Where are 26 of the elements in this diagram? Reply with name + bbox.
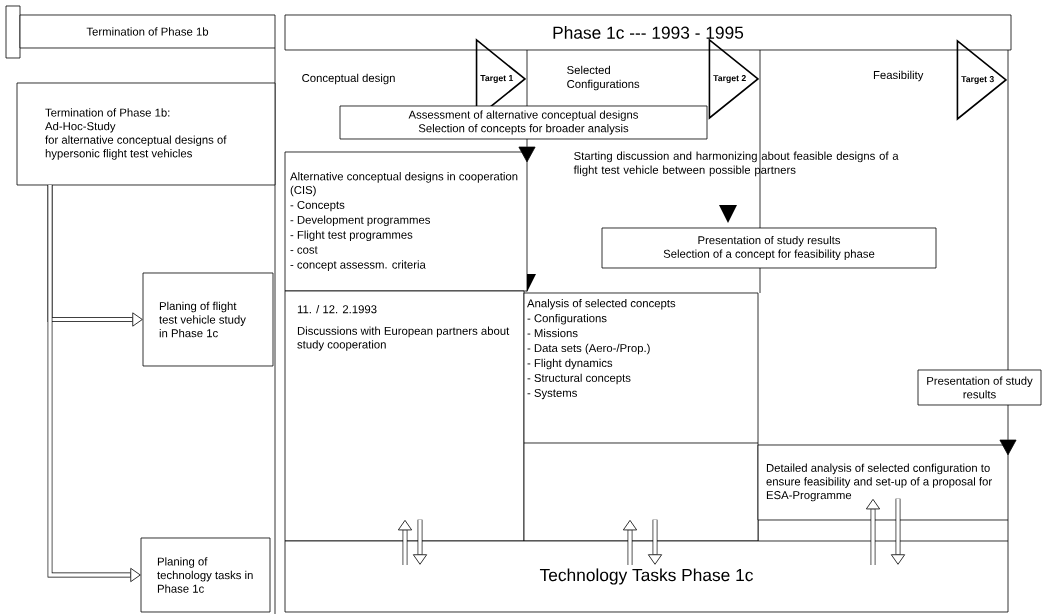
planning-box: Planing of flight test vehicle study in Phase 1c xyxy=(142,272,274,367)
phase-label: Selected Configurations xyxy=(567,65,640,91)
study-box: Termination of Phase 1b: Ad-Hoc-Study for alternative conceptual designs of hypersonic flight test vehicles xyxy=(16,82,276,186)
hollow-arrow xyxy=(47,185,141,583)
hollow-arrow xyxy=(412,519,428,565)
process-box: Presentation of study results xyxy=(917,369,1042,406)
planning-box: Planing of technology tasks in Phase 1c xyxy=(140,537,271,613)
task-cell: Detailed analysis of selected configuration to ensure feasibility and set-up of a proposal for ESA-Programme xyxy=(757,444,1009,521)
milestone-arrow xyxy=(518,138,536,163)
hollow-arrow xyxy=(647,519,663,565)
task-cell: 11. / 12. 2.1993 Discussions with European partners about study cooperation xyxy=(284,290,525,542)
milestone-arrow xyxy=(999,404,1017,456)
process-box: Presentation of study results Selection of a concept for feasibility phase xyxy=(601,227,937,269)
technology-box: Technology Tasks Phase 1c xyxy=(284,540,1009,613)
header-box: Termination of Phase 1b xyxy=(19,14,276,49)
phase-label: Conceptual design xyxy=(302,73,395,85)
hollow-arrow xyxy=(865,498,881,565)
hollow-arrow xyxy=(890,498,906,565)
task-cell: Analysis of selected concepts - Configurations - Missions - Data sets (Aero-/Prop.) - Flight dynamics - Structural concepts - Systems xyxy=(523,292,759,542)
hollow-arrow xyxy=(622,519,638,565)
task-cell: Alternative conceptual designs in cooperation (CIS) - Concepts - Development programmes - Flight test programmes - cost - concept assessm. criteria xyxy=(284,151,528,292)
hollow-arrow xyxy=(397,519,413,565)
header-box: Phase 1c --- 1993 - 1995 xyxy=(284,14,1012,51)
process-box: Assessment of alternative conceptual designs Selection of concepts for broader analysis xyxy=(339,105,708,140)
phase-label: Feasibility xyxy=(873,70,924,82)
phase-label: Starting discussion and harmonizing about feasible designs of a flight test vehicle between possible partners xyxy=(573,151,899,177)
